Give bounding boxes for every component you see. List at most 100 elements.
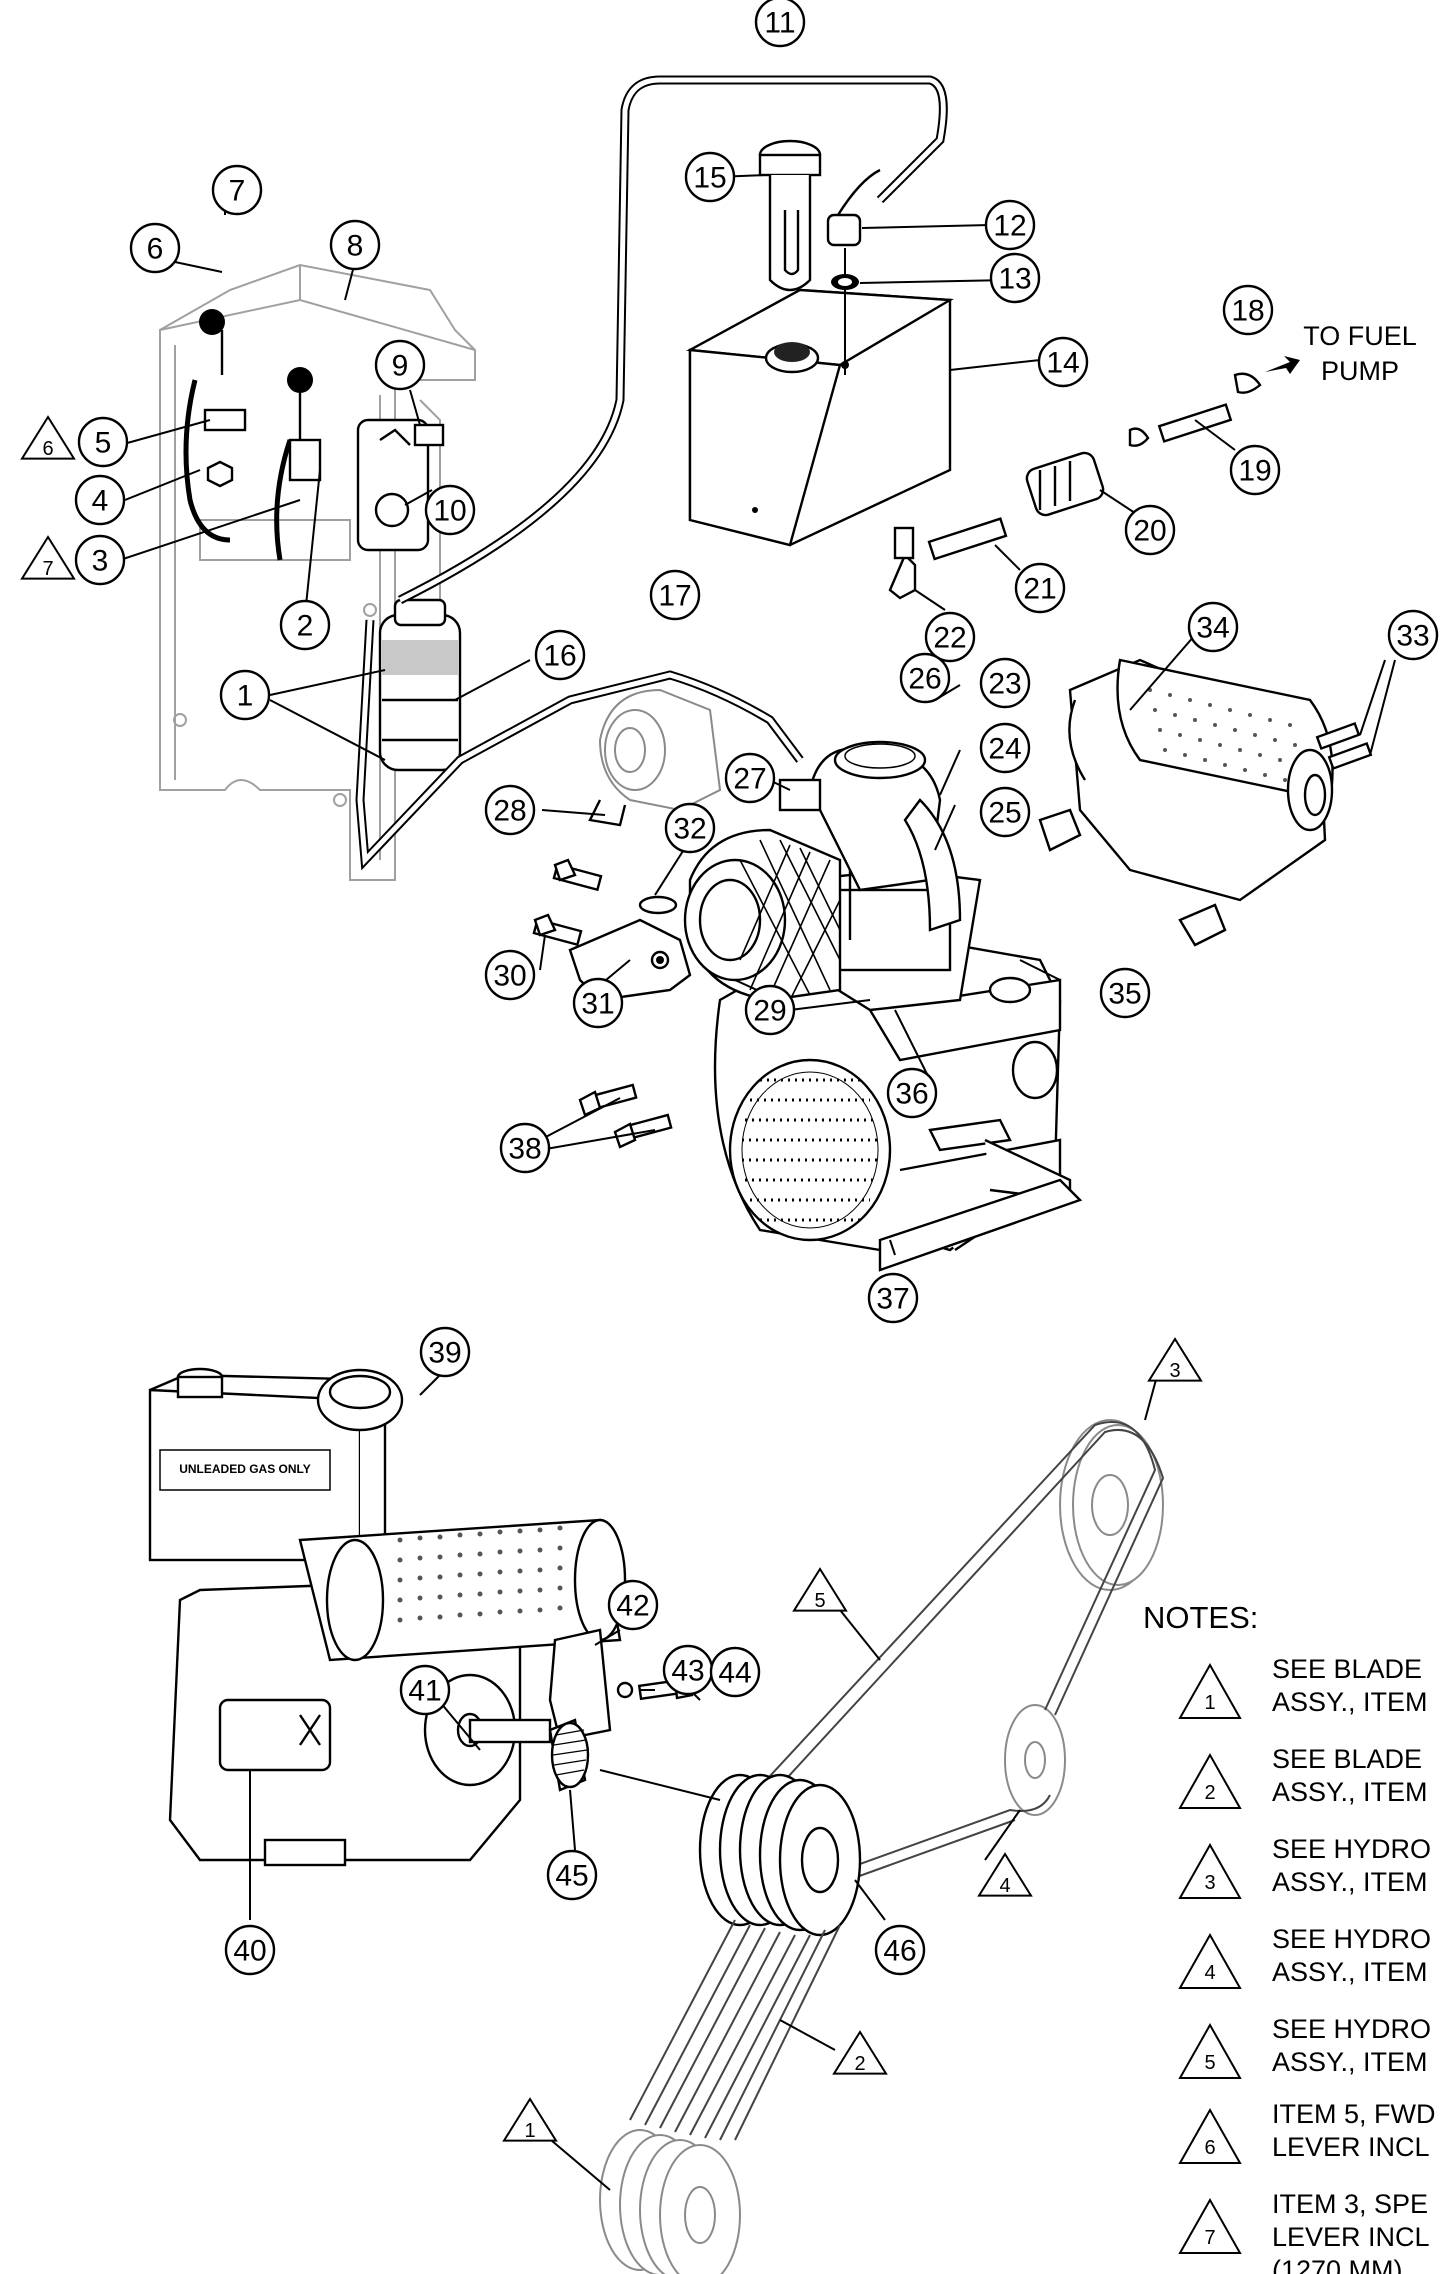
- callout-number: 25: [988, 797, 1021, 830]
- callout-circle: [744, 984, 796, 1036]
- callout-4: 4: [74, 474, 126, 526]
- callout-9: 9: [374, 339, 426, 391]
- note-text-line: (1270 MM): [1272, 2255, 1403, 2274]
- note-triangle: 4: [1178, 1932, 1242, 1989]
- callout-circle: [224, 1924, 276, 1976]
- callout-number: 36: [895, 1078, 928, 1111]
- callout-circle: [534, 629, 586, 681]
- callout-number: 38: [508, 1133, 541, 1166]
- triangle-shape: [1178, 1662, 1242, 1719]
- callout-circle: [709, 1646, 761, 1698]
- note-ref-triangle-3: 3: [1147, 1337, 1203, 1382]
- callout-20: 20: [1124, 504, 1176, 556]
- callout-circle: [664, 802, 716, 854]
- callout-circle: [724, 752, 776, 804]
- callout-number: 41: [408, 1675, 441, 1708]
- callout-14: 14: [1037, 336, 1089, 388]
- callout-circle: [74, 474, 126, 526]
- callout-41: 41: [399, 1664, 451, 1716]
- callout-circle: [74, 534, 126, 586]
- note-ref-triangle-1: 1: [502, 2097, 558, 2142]
- callout-10: 10: [424, 484, 476, 536]
- air-filter-element: [683, 828, 842, 1002]
- callout-33: 33: [1387, 609, 1439, 661]
- callout-number: 5: [95, 427, 112, 460]
- callout-circle: [924, 611, 976, 663]
- callout-12: 12: [984, 199, 1036, 251]
- fuel-tank: [686, 288, 954, 547]
- triangle-shape: [1178, 1752, 1242, 1809]
- triangle-shape: [1178, 2107, 1242, 2164]
- triangle-shape: [1178, 2197, 1242, 2254]
- fuel-fitting: [826, 168, 881, 375]
- callout-number: 13: [998, 263, 1031, 296]
- muffler-bolts: [1315, 721, 1373, 771]
- callout-6: 6: [129, 222, 181, 274]
- note-number: 5: [1204, 2052, 1215, 2074]
- callout-5: 5: [77, 416, 129, 468]
- callout-35: 35: [1099, 967, 1151, 1019]
- note-text-line: ASSY., ITEM: [1272, 1867, 1428, 1897]
- triangle-number: 3: [1169, 1360, 1180, 1382]
- callout-36: 36: [886, 1067, 938, 1119]
- callout-circle: [984, 199, 1036, 251]
- note-number: 7: [1204, 2227, 1215, 2249]
- callout-number: 39: [428, 1337, 461, 1370]
- callout-13: 13: [989, 252, 1041, 304]
- callout-number: 17: [658, 580, 691, 613]
- note-text-line: ITEM 5, FWD: [1272, 2099, 1436, 2129]
- triangle-number: 5: [814, 1590, 825, 1612]
- note-text-line: SEE HYDRO: [1272, 1834, 1431, 1864]
- callout-26: 26: [899, 652, 951, 704]
- note-ref-triangle-4: 4: [977, 1852, 1033, 1897]
- to-fuel-pump-line1: TO FUEL: [1303, 321, 1417, 351]
- callout-27: 27: [724, 752, 776, 804]
- callout-circle: [867, 1272, 919, 1324]
- callout-number: 22: [933, 622, 966, 655]
- callout-circle: [77, 416, 129, 468]
- callout-number: 32: [673, 813, 706, 846]
- callout-circle: [329, 219, 381, 271]
- note-text-line: ASSY., ITEM: [1272, 1687, 1428, 1717]
- callout-46: 46: [874, 1924, 926, 1976]
- callout-circle: [874, 1924, 926, 1976]
- callout-circle: [484, 784, 536, 836]
- to-fuel-pump-line2: PUMP: [1321, 356, 1399, 386]
- note-number: 6: [1204, 2137, 1215, 2159]
- engine-base: [878, 1178, 1083, 1272]
- air-cleaner-cover: [588, 688, 722, 827]
- triangle-number: 7: [42, 558, 53, 580]
- note-text-line: SEE HYDRO: [1272, 2014, 1431, 2044]
- note-number: 2: [1204, 1782, 1215, 1804]
- triangle-shape: [832, 2030, 888, 2075]
- callout-number: 44: [718, 1657, 751, 1690]
- note-text-line: ITEM 3, SPE: [1272, 2189, 1428, 2219]
- triangle-shape: [502, 2097, 558, 2142]
- triangle-shape: [1178, 1842, 1242, 1899]
- note-text-line: LEVER INCL: [1272, 2222, 1430, 2252]
- callout-30: 30: [484, 949, 536, 1001]
- callout-circle: [1187, 601, 1239, 653]
- note-text-line: ASSY., ITEM: [1272, 1957, 1428, 1987]
- note-triangle: 2: [1178, 1752, 1242, 1809]
- note-text-line: SEE BLADE: [1272, 1654, 1422, 1684]
- callout-22: 22: [924, 611, 976, 663]
- callout-32: 32: [664, 802, 716, 854]
- callout-number: 20: [1133, 515, 1166, 548]
- callout-number: 8: [347, 230, 364, 263]
- callout-38: 38: [499, 1122, 551, 1174]
- callout-circle: [211, 164, 263, 216]
- callout-number: 46: [883, 1935, 916, 1968]
- callout-43: 43: [662, 1644, 714, 1696]
- callout-number: 31: [581, 988, 614, 1021]
- callout-number: 24: [988, 733, 1021, 766]
- engine-lower: UNLEADED GAS ONLY: [148, 1367, 627, 1867]
- gas-cap: [758, 139, 822, 292]
- triangle-shape: [20, 415, 76, 460]
- callout-circle: [484, 949, 536, 1001]
- callout-42: 42: [607, 1579, 659, 1631]
